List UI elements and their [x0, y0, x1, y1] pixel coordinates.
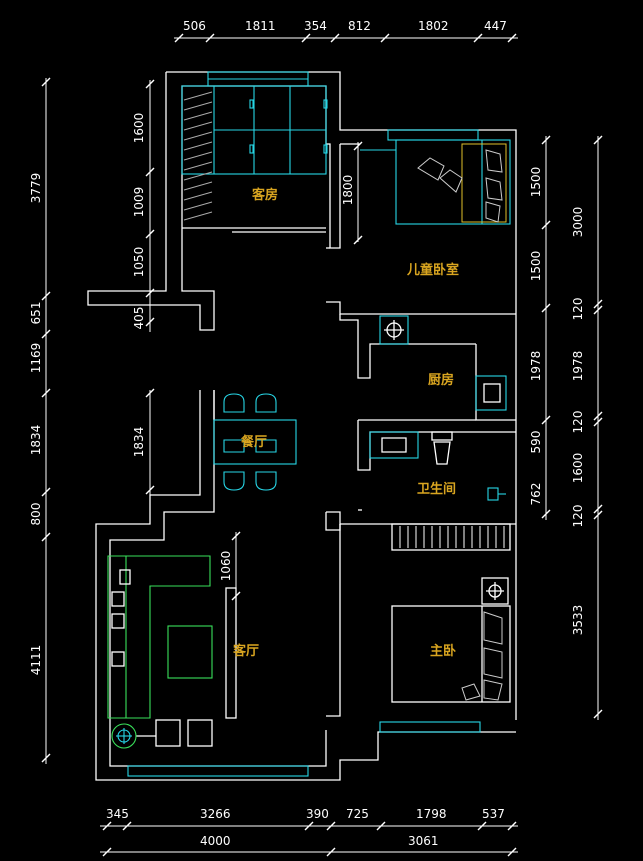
dim-right-outer-0: 3000: [571, 207, 585, 238]
dim-inner-3: 405: [132, 307, 146, 330]
dim-left-4: 800: [29, 503, 43, 526]
dim-right-inner-3: 590: [529, 431, 543, 454]
dim-misc-0: 1800: [341, 175, 355, 206]
dim-inner-4: 1834: [132, 427, 146, 458]
dim-right-inner-4: 762: [529, 483, 543, 506]
dim-top-0: 506: [183, 19, 206, 33]
dim-right-outer-2: 1978: [571, 351, 585, 382]
room-label-dining: 餐厅: [240, 434, 267, 450]
dim-right-outer-1: 120: [571, 298, 585, 321]
dim-inner-2: 1050: [132, 247, 146, 278]
dim-bottom-1: 3266: [200, 807, 231, 821]
dimension-lines: [41, 33, 603, 857]
room-label-bath: 卫生间: [417, 481, 456, 497]
dim-bottom-2: 390: [306, 807, 329, 821]
dim-right-inner-1: 1500: [529, 251, 543, 282]
furniture: [107, 85, 511, 749]
dim-top-1: 1811: [245, 19, 276, 33]
room-label-kitchen: 厨房: [428, 372, 454, 388]
dim-left-5: 4111: [29, 645, 43, 676]
dim-top-3: 812: [348, 19, 371, 33]
dim-inner-1: 1009: [132, 187, 146, 218]
dim-right-inner-2: 1978: [529, 351, 543, 382]
dim-right-outer-4: 1600: [571, 453, 585, 484]
dim-bottom-total-0: 4000: [200, 834, 231, 848]
walls: [87, 71, 517, 781]
dim-top-4: 1802: [418, 19, 449, 33]
dim-right-inner-0: 1500: [529, 167, 543, 198]
dim-bottom-total-1: 3061: [408, 834, 439, 848]
dim-right-outer-3: 120: [571, 411, 585, 434]
dimension-labels: 506 1811 354 812 1802 447 3779 651 1169 …: [29, 19, 585, 848]
dim-misc-1: 1060: [219, 551, 233, 582]
room-label-living: 客厅: [233, 643, 259, 659]
dim-left-0: 3779: [29, 173, 43, 204]
dim-inner-0: 1600: [132, 113, 146, 144]
dim-top-2: 354: [304, 19, 327, 33]
room-label-master: 主卧: [430, 643, 456, 659]
dim-right-outer-6: 3533: [571, 605, 585, 636]
dim-right-outer-5: 120: [571, 505, 585, 528]
room-label-kids: 儿童卧室: [406, 262, 459, 278]
room-labels: 客房 儿童卧室 厨房 餐厅 卫生间 客厅 主卧: [233, 187, 459, 659]
room-label-guest: 客房: [252, 187, 278, 203]
dim-bottom-4: 1798: [416, 807, 447, 821]
dim-bottom-5: 537: [482, 807, 505, 821]
dim-top-5: 447: [484, 19, 507, 33]
dim-bottom-3: 725: [346, 807, 369, 821]
dim-left-2: 1169: [29, 343, 43, 374]
dim-left-3: 1834: [29, 425, 43, 456]
dim-left-1: 651: [29, 302, 43, 325]
dim-bottom-0: 345: [106, 807, 129, 821]
